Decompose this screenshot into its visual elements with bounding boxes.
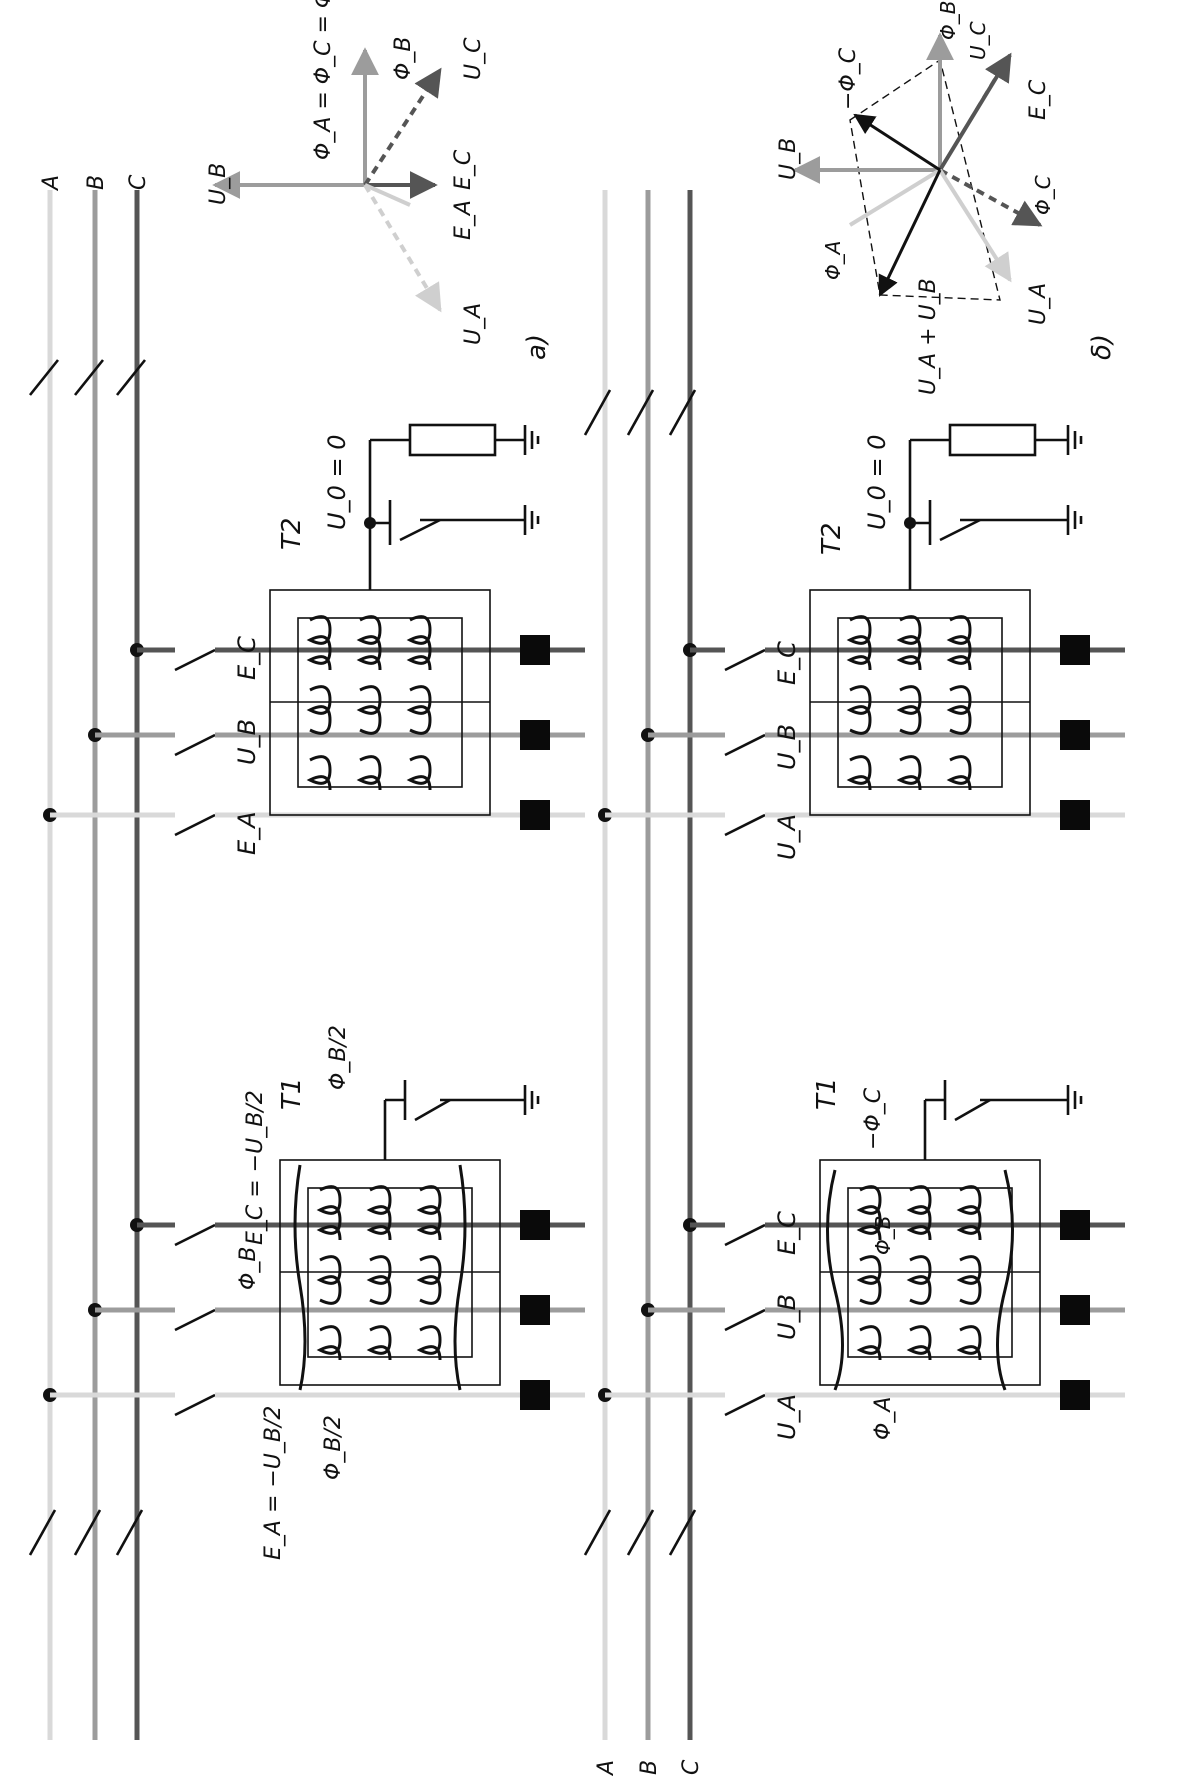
vec-bottom-sum: U_A + U_B xyxy=(916,278,941,395)
t2-top-label-b: U_B xyxy=(233,719,261,765)
t2-bottom-neutral: U_0 = 0 xyxy=(863,435,891,530)
bus-b-label-bottom: B xyxy=(637,1760,662,1775)
t1-top-flux-half-right: Φ_B/2 xyxy=(326,1025,351,1090)
caption-a: a) xyxy=(522,334,552,360)
t2-bottom-label-c: E_C xyxy=(773,641,801,685)
vec-bottom-u-b: U_B xyxy=(776,138,801,180)
t1-bottom-flux-b: Φ_B xyxy=(871,1216,895,1255)
vec-top-e-a: E_A xyxy=(451,200,476,240)
t1-bottom-name: T1 xyxy=(812,1078,842,1110)
vec-bottom-u-a: U_A xyxy=(1026,283,1051,325)
t1-bottom-label-b: U_B xyxy=(773,1294,801,1340)
vec-top-u-b: U_B xyxy=(206,163,231,205)
t1-top-name: T1 xyxy=(277,1078,307,1110)
t2-top-label-a: E_A xyxy=(233,811,261,855)
bus-a-label-bottom: A xyxy=(594,1760,619,1777)
bus-c-label-bottom: C xyxy=(679,1759,704,1775)
vec-top-u-a: U_A xyxy=(461,303,486,345)
t1-top-flux-b: Φ_B xyxy=(236,1247,261,1290)
vector-diagram-top xyxy=(212,47,442,313)
vec-bottom-u-c: U_C xyxy=(966,21,990,60)
t1-top-label-a: E_A = −U_B/2 xyxy=(261,1406,286,1560)
bus-a-label-top: A xyxy=(39,175,64,192)
vec-bottom-flux-b: Φ_B xyxy=(936,1,960,40)
vector-diagram-bottom xyxy=(792,32,1043,301)
vec-top-flux-b: Φ_B xyxy=(391,37,416,80)
breaker-bottom xyxy=(583,389,697,1556)
t1-top-label-c: E_C = −U_B/2 xyxy=(243,1090,268,1245)
t1-bottom-flux-c: −Φ_C xyxy=(861,1087,886,1150)
t2-top-label-c: E_C xyxy=(233,636,261,680)
vec-top-u-c: U_C xyxy=(461,37,486,80)
t2-top-name: T2 xyxy=(277,518,307,550)
vec-bottom-e-c: E_C xyxy=(1026,79,1051,120)
transformer-t2-bottom xyxy=(598,423,1125,837)
vec-bottom-neg-flux-c: −Φ_C xyxy=(836,47,861,110)
top-diagram: A B C xyxy=(28,0,585,1740)
transformer-t1-top xyxy=(43,1080,585,1417)
t1-bottom-label-c: E_C xyxy=(773,1211,801,1255)
bus-c-label-top: C xyxy=(126,174,151,190)
t2-bottom-name: T2 xyxy=(817,523,847,555)
vec-bottom-flux-c: Φ_C xyxy=(1031,175,1055,215)
caption-b: δ) xyxy=(1087,334,1117,360)
bottom-diagram: A B C xyxy=(583,1,1125,1777)
t1-bottom-label-a: U_A xyxy=(773,1394,801,1440)
breaker-top-upper xyxy=(28,359,147,1556)
t2-bottom-label-b: U_B xyxy=(773,724,801,770)
bus-b-label-top: B xyxy=(84,175,109,190)
vec-bottom-flux-a: Φ_A xyxy=(821,241,845,280)
t2-bottom-label-a: U_A xyxy=(773,814,801,860)
t1-top-flux-half-left: Φ_B/2 xyxy=(321,1415,346,1480)
t2-top-neutral: U_0 = 0 xyxy=(323,435,351,530)
vec-top-e-c: E_C xyxy=(451,149,476,190)
vec-top-flux-eq: Φ_A = Φ_C = Φ_B/2 xyxy=(311,0,336,160)
transformer-t2-top xyxy=(43,423,585,837)
t1-bottom-flux-a: Φ_A xyxy=(871,1397,896,1440)
transformer-t1-bottom xyxy=(598,1080,1125,1417)
